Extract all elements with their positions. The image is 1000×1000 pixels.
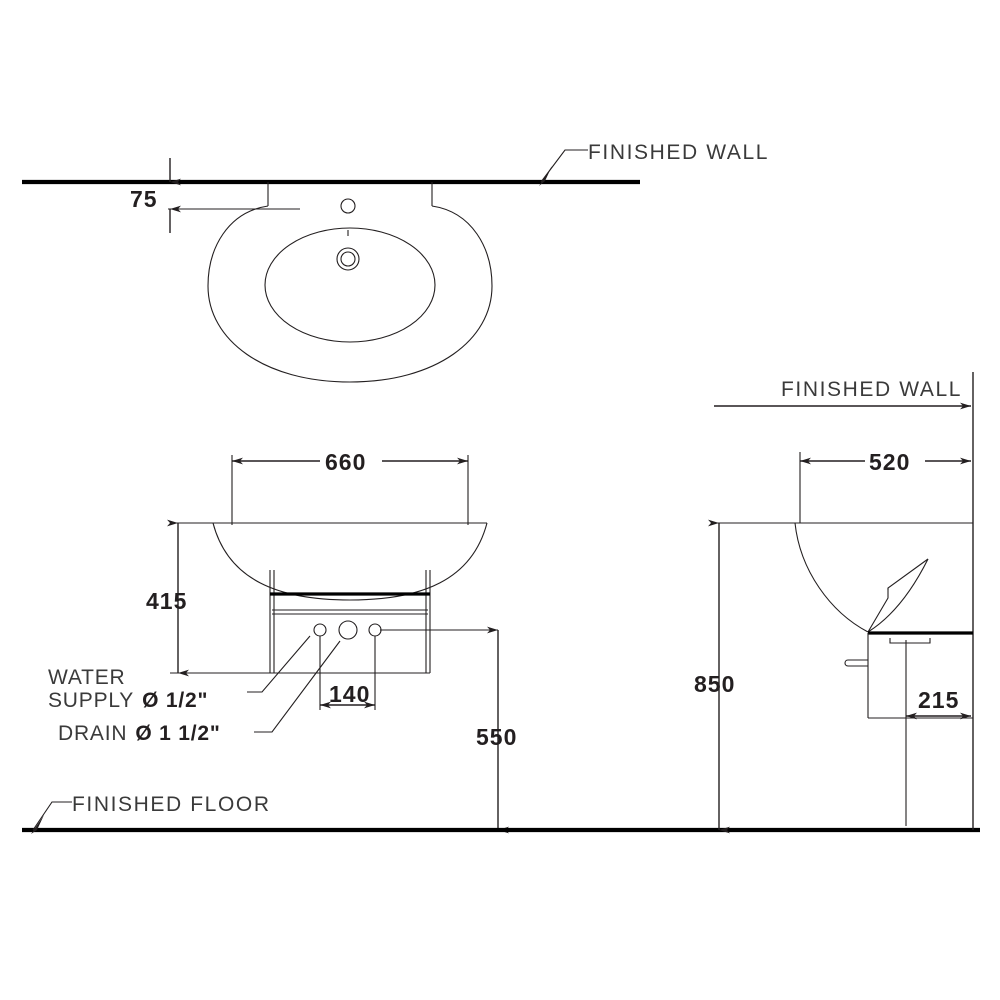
finished-floor-leader-arrow bbox=[31, 815, 44, 834]
side-elevation: FINISHED WALL 520 215 850 bbox=[694, 372, 974, 834]
plan-drain-outer-icon bbox=[336, 247, 360, 271]
plan-finished-wall-leader-arrow bbox=[539, 166, 552, 186]
plan-faucet-hole-icon bbox=[340, 198, 356, 214]
drain-leader bbox=[254, 640, 341, 733]
front-water-supply-hole-left-icon bbox=[313, 623, 327, 637]
plan-bowl-ellipse bbox=[264, 227, 436, 343]
plan-finished-wall-leader bbox=[540, 149, 588, 183]
dim-415-label: 415 bbox=[146, 588, 187, 614]
front-drain-hole-icon bbox=[338, 620, 358, 640]
front-elevation: 660 415 140 550 WATER bbox=[48, 449, 517, 834]
water-supply-leader bbox=[247, 635, 311, 693]
dim-520-label: 520 bbox=[869, 449, 910, 475]
side-basin-back-shoulder bbox=[867, 558, 929, 633]
dim-75-label: 75 bbox=[130, 186, 158, 212]
dim-850-label: 850 bbox=[694, 671, 735, 697]
plan-view: 75 FINISHED WALL bbox=[22, 141, 769, 383]
side-basin-front-curve bbox=[794, 522, 869, 633]
side-shroud-notch bbox=[889, 638, 931, 644]
dim-550-label: 550 bbox=[476, 724, 517, 750]
finished-floor-leader bbox=[32, 801, 72, 831]
dim-140-label: 140 bbox=[329, 681, 370, 707]
plan-finished-wall-label: FINISHED WALL bbox=[588, 141, 769, 164]
finished-floor-group: FINISHED FLOOR bbox=[22, 793, 980, 834]
front-water-supply-hole-right-icon bbox=[368, 623, 382, 637]
side-finished-wall-label: FINISHED WALL bbox=[781, 378, 962, 401]
water-supply-label-line1: WATER bbox=[48, 666, 126, 689]
finished-floor-label: FINISHED FLOOR bbox=[72, 793, 271, 816]
side-supply-stub-icon bbox=[844, 659, 868, 667]
dim-215-label: 215 bbox=[918, 687, 959, 713]
front-basin-bowl-arc bbox=[212, 522, 488, 601]
side-basin-inner-curve bbox=[867, 558, 929, 633]
plan-basin-outline bbox=[207, 205, 493, 383]
plan-drain-inner-icon bbox=[340, 251, 356, 267]
dim-660-label: 660 bbox=[325, 449, 366, 475]
